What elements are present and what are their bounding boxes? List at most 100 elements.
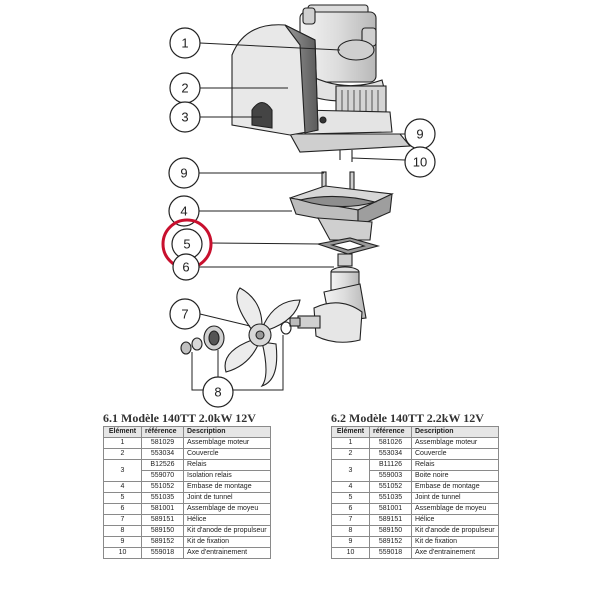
element-cell: 4 [103, 481, 142, 493]
description-cell: Kit d'anode de propulseur [183, 525, 271, 537]
svg-text:9: 9 [180, 166, 187, 181]
motor-bracket [289, 171, 394, 241]
element-cell: 10 [331, 547, 370, 559]
propeller [224, 287, 301, 388]
reference-cell: 553034 [369, 448, 412, 460]
description-cell: Assemblage moteur [411, 437, 499, 449]
description-cell: Assemblage de moyeu [411, 503, 499, 515]
svg-text:1: 1 [181, 36, 188, 51]
element-cell: 2 [331, 448, 370, 460]
description-cell: Kit d'anode de propulseur [411, 525, 499, 537]
callout-4: 4 [168, 195, 200, 227]
description-cell: Couvercle [183, 448, 271, 460]
description-cell: Hélice [183, 514, 271, 526]
description-cell: Hélice [411, 514, 499, 526]
leader-lines [191, 42, 406, 391]
element-cell: 8 [103, 525, 142, 537]
callout-7: 7 [169, 298, 201, 330]
svg-text:10: 10 [413, 155, 427, 170]
reference-cell: 581001 [141, 503, 184, 515]
reference-cell: 581001 [369, 503, 412, 515]
element-cell: 1 [103, 437, 142, 449]
description-cell: Assemblage de moyeu [183, 503, 271, 515]
element-cell: 3 [103, 459, 142, 482]
description-cell: Relais [183, 459, 271, 471]
callout-9-top: 9 [404, 118, 436, 150]
reference-cell: 589152 [369, 536, 412, 548]
table-header-row: Elément référence Description [331, 426, 499, 438]
element-cell: 8 [331, 525, 370, 537]
table-2-title: 6.2 Modèle 140TT 2.2kW 12V [331, 411, 484, 425]
description-cell: Boite noire [411, 470, 499, 482]
svg-text:7: 7 [181, 307, 188, 322]
reference-cell: 581029 [141, 437, 184, 449]
reference-cell: 589151 [141, 514, 184, 526]
callout-8: 8 [202, 376, 234, 408]
svg-text:4: 4 [180, 204, 187, 219]
svg-text:3: 3 [181, 110, 188, 125]
element-cell: 3 [331, 459, 370, 482]
reference-cell: B12526 [141, 459, 184, 471]
svg-text:6: 6 [182, 260, 189, 275]
description-cell: Isolation relais [183, 470, 271, 482]
element-cell: 1 [331, 437, 370, 449]
description-cell: Kit de fixation [411, 536, 499, 548]
svg-text:5: 5 [183, 237, 190, 252]
reference-cell: 581026 [369, 437, 412, 449]
callout-2: 2 [169, 72, 201, 104]
description-cell: Axe d'entrainement [183, 547, 271, 559]
hub-assembly [289, 253, 367, 343]
reference-cell: B11126 [369, 459, 412, 471]
element-cell: 7 [103, 514, 142, 526]
reference-cell: 551035 [141, 492, 184, 504]
tunnel-gasket [315, 237, 381, 255]
table-1-title: 6.1 Modèle 140TT 2.0kW 12V [103, 411, 256, 425]
description-cell: Axe d'entrainement [411, 547, 499, 559]
motor-assembly [289, 4, 412, 162]
description-cell: Embase de montage [411, 481, 499, 493]
table-header-row: Elément référence Description [103, 426, 271, 438]
callout-10: 10 [404, 146, 436, 178]
description-cell: Joint de tunnel [183, 492, 271, 504]
description-cell: Assemblage moteur [183, 437, 271, 449]
description-cell: Joint de tunnel [411, 492, 499, 504]
element-cell: 9 [331, 536, 370, 548]
reference-cell: 589152 [141, 536, 184, 548]
description-cell: Couvercle [411, 448, 499, 460]
callout-3: 3 [169, 101, 201, 133]
element-cell: 7 [331, 514, 370, 526]
description-cell: Kit de fixation [183, 536, 271, 548]
column-header-reference: référence [141, 426, 184, 438]
column-header-element: Elément [331, 426, 370, 438]
reference-cell: 559018 [141, 547, 184, 559]
reference-cell: 589150 [369, 525, 412, 537]
exploded-parts-diagram: 1 2 3 9 10 9 4 5 6 7 8 [161, 4, 436, 408]
description-cell: Embase de montage [183, 481, 271, 493]
element-cell: 9 [103, 536, 142, 548]
reference-cell: 589150 [141, 525, 184, 537]
svg-text:2: 2 [181, 81, 188, 96]
reference-cell: 559070 [141, 470, 184, 482]
element-cell: 10 [103, 547, 142, 559]
reference-cell: 589151 [369, 514, 412, 526]
cover [231, 24, 327, 136]
anode-kit [180, 321, 292, 355]
